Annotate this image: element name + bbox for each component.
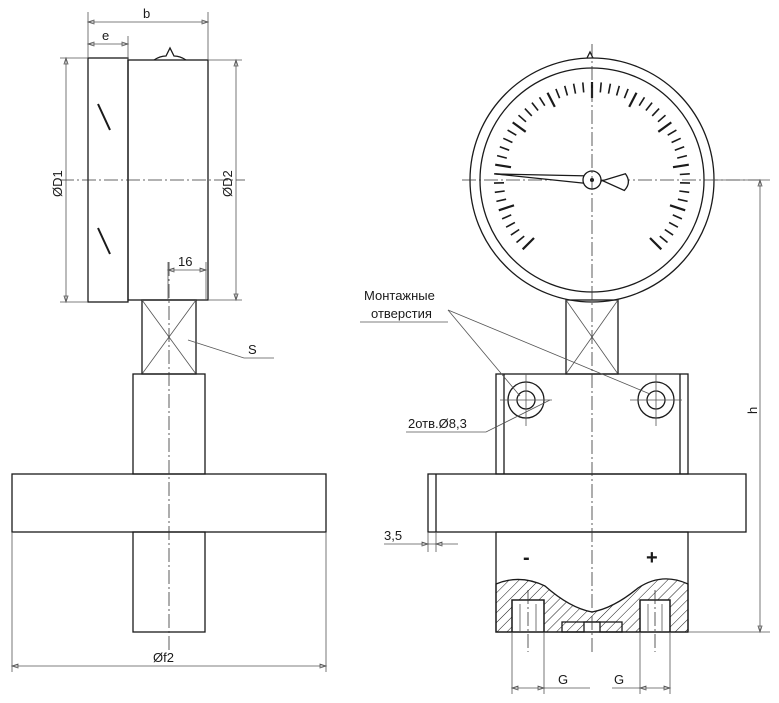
dial-tick (623, 88, 629, 99)
dim-h-label: h (745, 407, 760, 414)
holes-label: 2отв.Ø8,3 (408, 416, 467, 431)
dial-tick (671, 137, 682, 144)
dial-tick (628, 92, 638, 108)
dial-tick (494, 190, 505, 194)
dial-tick (517, 114, 527, 123)
dial-tick (657, 121, 672, 133)
dial-top-nub (585, 50, 595, 61)
dial-tick (512, 121, 527, 133)
dial-tick (607, 83, 612, 94)
dial-tick (615, 85, 621, 96)
dim-d2-label: ØD2 (220, 170, 235, 197)
dial-tick (546, 92, 556, 108)
dial-tick (495, 163, 512, 169)
dim-s-label: S (248, 342, 257, 357)
dial-tick (668, 221, 679, 228)
dial-tick (645, 102, 653, 111)
dial-tick (667, 129, 677, 136)
dim-g-right-label: G (614, 672, 624, 687)
side-view: b e ØD1 ØD2 16 S Øf2 (10, 6, 328, 672)
dial-tick (501, 214, 512, 220)
plus-sign: + (646, 547, 658, 569)
dial-tick (672, 214, 683, 220)
dial-tick (510, 228, 520, 236)
dial-tick (502, 137, 513, 144)
dial-tick (677, 154, 688, 159)
dial-tick (679, 190, 690, 194)
dim-g-left-label: G (558, 672, 568, 687)
dial-tick (572, 83, 577, 94)
dial-tick (657, 114, 667, 123)
dim-b-label: b (143, 6, 150, 21)
dial-tick (524, 108, 533, 117)
mount-label-line1: Монтажные (364, 288, 435, 303)
dial-tick (515, 235, 525, 244)
flange-front (427, 473, 747, 533)
dial-tick (659, 235, 669, 244)
minus-sign: - (523, 547, 530, 569)
dial-tick (672, 163, 689, 169)
dial-tick (679, 173, 690, 176)
dial-tick (505, 221, 516, 228)
dim-3-5-label: 3,5 (384, 528, 402, 543)
mounting-hole-right (630, 374, 682, 426)
front-view: - + Монтажные отверстия 2отв.Ø8,3 h 3,5 … (360, 44, 770, 694)
dial-tick (507, 129, 517, 136)
dial-tick (582, 82, 585, 93)
dial-tick (651, 108, 660, 117)
dial-scale (493, 82, 691, 251)
dial-tick (538, 96, 546, 107)
dial-tick (521, 237, 535, 251)
dial-tick (531, 102, 539, 111)
glass-reflection-top (97, 103, 111, 131)
dial-tick (674, 146, 685, 151)
dial-tick (498, 204, 515, 212)
dial-tick (599, 82, 602, 93)
glass-reflection-bottom (97, 227, 111, 255)
dial-tick (649, 237, 663, 251)
dial-tick (499, 146, 510, 151)
dial-tick (677, 198, 688, 203)
dim-e-label: e (102, 28, 109, 43)
dial-tick (638, 96, 646, 107)
dial-tick (664, 228, 674, 236)
mount-label-line2: отверстия (371, 306, 432, 321)
dial-tick (669, 204, 686, 212)
mounting-hole-left (500, 374, 552, 426)
dim-16-label: 16 (178, 254, 192, 269)
dim-f2-label: Øf2 (153, 650, 174, 665)
dial-tick (555, 88, 561, 99)
dim-d1-label: ØD1 (50, 170, 65, 197)
case-top-nub (153, 46, 187, 61)
dial-tick (563, 85, 569, 96)
dial-tick (496, 198, 507, 203)
dial-tick (496, 154, 507, 159)
